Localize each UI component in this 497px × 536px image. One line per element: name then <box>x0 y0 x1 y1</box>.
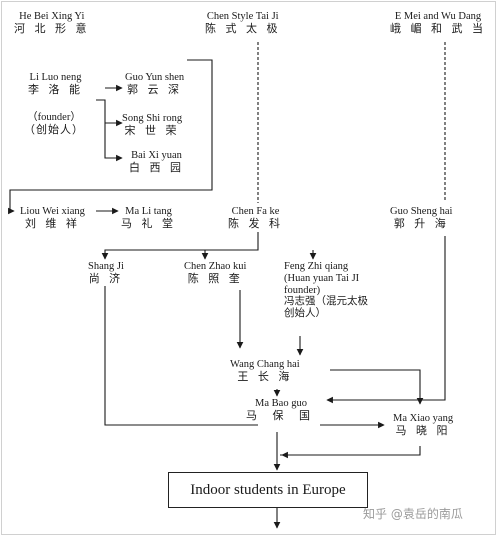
label-en: Ma Bao guo <box>255 398 307 409</box>
node-guo-sheng-hai: Guo Sheng hai 郭 升 海 <box>390 206 452 230</box>
label-zh: 陈 式 太 极 <box>205 21 281 35</box>
label-en: Wang Chang hai <box>230 359 300 370</box>
node-chen-style-tai-ji: Chen Style Tai Ji 陈 式 太 极 <box>205 11 281 35</box>
label-en: Chen Style Tai Ji <box>206 11 279 22</box>
shang-to-ma-bao-line <box>104 286 258 426</box>
label-zh: （创始人） <box>24 122 84 136</box>
label-en-line2: (Huan yuan Tai JI <box>284 272 360 284</box>
li-disciples-bracket <box>96 99 122 159</box>
node-shang-ji: Shang Ji 尚 济 <box>88 261 124 285</box>
guo-sheng-line <box>326 236 446 404</box>
node-guo-yun-shen: Guo Yun shen 郭 云 深 <box>125 72 184 96</box>
node-ma-bao-guo: Ma Bao guo 马 保 国 <box>246 398 316 422</box>
node-wang-chang-hai: Wang Chang hai 王 长 海 <box>230 359 300 383</box>
label-en: Ma Xiao yang <box>393 413 454 424</box>
node-feng-zhi-qiang: Feng Zhi qiang (Huan yuan Tai JI founder… <box>284 261 368 320</box>
label-zh: 陈 照 奎 <box>187 271 243 285</box>
node-chen-fa-ke: Chen Fa ke 陈 发 科 <box>228 206 283 230</box>
label-zh: 刘 维 祥 <box>24 216 80 230</box>
node-bai-xi-yuan: Bai Xi yuan 白 西 园 <box>129 150 184 174</box>
label-en: Liou Wei xiang <box>20 206 85 217</box>
node-liou-wei-xiang: Liou Wei xiang 刘 维 祥 <box>20 206 85 230</box>
chen-fa-ke-bracket <box>101 232 259 260</box>
wang-to-ma-xiao-arrow <box>330 369 424 405</box>
indoor-students-box: Indoor students in Europe <box>168 472 368 508</box>
label-en: E Mei and Wu Dang <box>394 11 482 22</box>
watermark-text: 知乎 @袁岳的南瓜 <box>363 507 463 521</box>
label-zh: 马 晓 阳 <box>395 423 451 437</box>
node-he-bei-xing-yi: He Bei Xing Yi 河 北 形 意 <box>14 11 90 35</box>
node-founder-note: （founder） （创始人） <box>24 112 84 136</box>
label-zh: 王 长 海 <box>237 369 293 383</box>
node-ma-li-tang: Ma Li tang 马 礼 堂 <box>121 206 176 230</box>
label-zh: 郭 云 深 <box>127 82 183 96</box>
label-en: Chen Zhao kui <box>184 261 247 272</box>
node-chen-zhao-kui: Chen Zhao kui 陈 照 奎 <box>184 261 246 285</box>
label-zh: 李 洛 能 <box>28 82 83 96</box>
label-en: Guo Yun shen <box>125 72 185 83</box>
label-zh: 马 保 国 <box>246 408 316 422</box>
label-zh: 陈 发 科 <box>228 216 283 230</box>
label-zh: 河 北 形 意 <box>14 21 90 35</box>
label-zh-line2: 创始人） <box>284 307 326 319</box>
label-en: （founder） <box>27 112 81 123</box>
node-ma-xiao-yang: Ma Xiao yang 马 晓 阳 <box>393 413 453 437</box>
label-zh: 白 西 园 <box>129 160 184 174</box>
label-en: Shang Ji <box>88 261 124 272</box>
label-en-line1: Feng Zhi qiang <box>284 261 349 272</box>
node-emei-wudang: E Mei and Wu Dang 峨 嵋 和 武 当 <box>390 11 486 35</box>
label-en: Chen Fa ke <box>231 206 280 217</box>
label-zh: 宋 世 荣 <box>124 123 180 137</box>
label-en: Li Luo neng <box>29 72 82 83</box>
ma-xiao-to-box-arrow <box>280 446 421 456</box>
label-zh: 尚 济 <box>88 271 124 285</box>
label-zh: 郭 升 海 <box>393 216 449 230</box>
label-zh-line1: 冯志强（混元太极 <box>284 295 368 308</box>
label-zh: 马 礼 堂 <box>121 216 176 230</box>
label-en: Guo Sheng hai <box>390 206 453 217</box>
node-li-luo-neng: Li Luo neng 李 洛 能 <box>28 72 83 96</box>
guo-lineage-loop <box>8 59 213 215</box>
label-en: He Bei Xing Yi <box>19 11 85 22</box>
label-zh: 峨 嵋 和 武 当 <box>390 21 486 35</box>
node-song-shi-rong: Song Shi rong 宋 世 荣 <box>122 113 182 137</box>
label-en-line3: founder) <box>284 284 321 296</box>
label-en: Ma Li tang <box>125 206 172 217</box>
label-en: Bai Xi yuan <box>131 150 182 161</box>
label-en: Song Shi rong <box>122 113 183 124</box>
